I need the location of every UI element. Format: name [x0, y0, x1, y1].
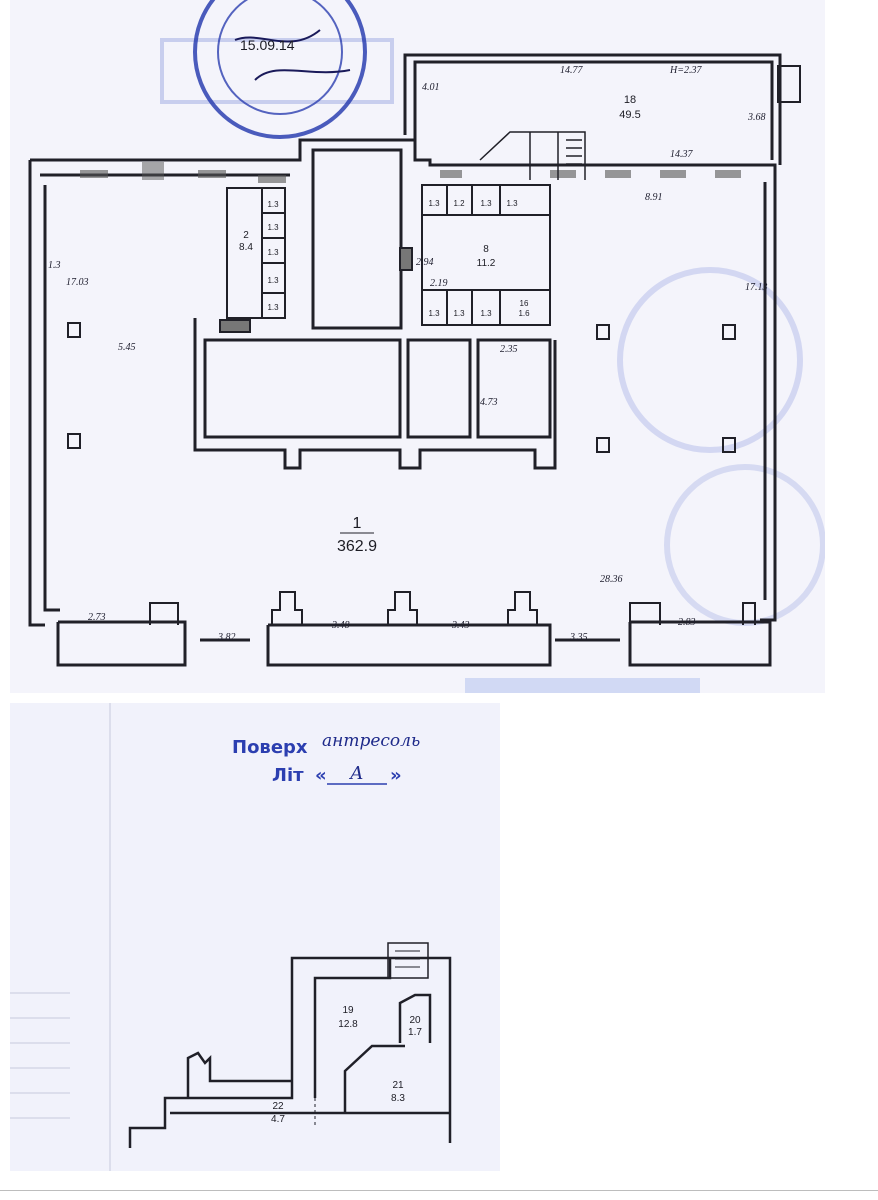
- dim-14-37: 14.37: [670, 149, 694, 160]
- faded-seal-right: [617, 267, 803, 453]
- room-3-area: 1.3: [267, 200, 279, 209]
- room-2-area: 8.4: [239, 242, 253, 253]
- dim-4-01: 4.01: [422, 82, 440, 93]
- room-4-area: 1.3: [267, 223, 279, 232]
- room-11-area: 1.2: [453, 199, 465, 208]
- dim-4-73: 4.73: [480, 397, 498, 408]
- room-2-number: 2: [243, 230, 249, 241]
- dim-1-3: 1.3: [48, 260, 61, 271]
- room-20-number: 20: [409, 1015, 421, 1026]
- floor-label: Поверх: [232, 737, 308, 758]
- floor-plan-main: 15.09.14 1 362.9 2 8.4 1.3 1.3 1.3 1.3 1…: [10, 0, 825, 693]
- room-10-area: 1.3: [480, 199, 492, 208]
- current-inventory-stamp: [465, 678, 700, 693]
- room-16-number: 16: [520, 299, 529, 308]
- dim-3-82: 3.82: [217, 632, 236, 643]
- room-18-area: 49.5: [619, 109, 640, 121]
- faint-table-lines: [10, 703, 111, 1171]
- stair-steps: [395, 950, 420, 968]
- floor-plan-mezzanine: Поверх антресоль Літ « А » 19 12.8: [10, 703, 500, 1171]
- quote-open: «: [315, 765, 327, 786]
- room-1-area: 362.9: [337, 538, 377, 555]
- room-21-number: 21: [392, 1080, 404, 1091]
- dim-3-43: 3.43: [451, 620, 470, 631]
- stamp-date: 15.09.14: [240, 37, 295, 53]
- room-15-area: 1.3: [480, 309, 492, 318]
- central-shaft: [311, 148, 403, 330]
- floor-plan-drawing: 15.09.14 1 362.9 2 8.4 1.3 1.3 1.3 1.3 1…: [28, 0, 825, 693]
- dim-3-35: 3.35: [569, 632, 588, 643]
- dim-17-03: 17.03: [66, 277, 89, 288]
- letter-label: Літ: [272, 765, 304, 786]
- mezzanine-room-labels: 19 12.8 20 1.7 21 8.3 22 4.7: [271, 1005, 422, 1125]
- inner-partitions: [193, 318, 557, 470]
- dim-17-13: 17.13: [745, 282, 768, 293]
- room-20-area: 1.7: [408, 1027, 422, 1038]
- room-22-number: 22: [272, 1101, 284, 1112]
- room-5-area: 1.3: [267, 248, 279, 257]
- dim-8-91: 8.91: [645, 192, 663, 203]
- room-8-area: 11.2: [477, 258, 496, 269]
- dim-2-73: 2.73: [88, 612, 106, 623]
- staircase: [479, 131, 586, 180]
- columns: [67, 322, 736, 453]
- room-13-area: 1.3: [428, 309, 440, 318]
- room-14-area: 1.3: [453, 309, 465, 318]
- quote-close: »: [390, 765, 402, 786]
- letter-value: А: [350, 763, 364, 784]
- annex-room-18-walls: [403, 53, 801, 165]
- room-8-number: 8: [483, 244, 489, 255]
- floor-value: антресоль: [322, 731, 421, 751]
- cabin-block-left: [219, 187, 286, 333]
- dim-3-48: 3.48: [331, 620, 350, 631]
- dim-2-83: 2.83: [678, 617, 696, 628]
- dim-14-77: 14.77: [560, 65, 584, 76]
- dim-3-68: 3.68: [747, 112, 766, 123]
- dim-height: H=2.37: [669, 65, 702, 76]
- room-labels-main: 1 362.9 2 8.4 1.3 1.3 1.3 1.3 1.3 8 11.2…: [239, 94, 641, 555]
- mezzanine-walls: [128, 942, 452, 1148]
- dim-2-94: 2.94: [416, 257, 434, 268]
- room-22-area: 4.7: [271, 1114, 285, 1125]
- room-21-area: 8.3: [391, 1093, 405, 1104]
- room-19-area: 12.8: [338, 1019, 358, 1030]
- facade-piers: [149, 591, 756, 625]
- outer-walls: [28, 138, 777, 667]
- room-9-area: 1.3: [506, 199, 518, 208]
- dim-5-45: 5.45: [118, 342, 136, 353]
- cabin-block-right: [399, 184, 551, 326]
- room-6-area: 1.3: [267, 276, 279, 285]
- room-18-number: 18: [624, 94, 636, 106]
- room-19-number: 19: [342, 1005, 354, 1016]
- dim-2-35: 2.35: [500, 344, 518, 355]
- room-16-area: 1.6: [518, 309, 530, 318]
- mezzanine-drawing: 19 12.8 20 1.7 21 8.3 22 4.7: [10, 703, 452, 1171]
- room-1-number: 1: [353, 515, 362, 532]
- room-7-area: 1.3: [267, 303, 279, 312]
- window-hatches: [80, 162, 741, 183]
- room-12-area: 1.3: [428, 199, 440, 208]
- page-bottom-divider: [0, 1190, 878, 1191]
- official-round-seal: [193, 0, 367, 139]
- dimension-labels: 14.77 H=2.37 4.01 3.68 14.37 8.91 17.03 …: [48, 65, 768, 643]
- dim-2-19: 2.19: [430, 278, 448, 289]
- faded-seal-lower: [664, 464, 825, 626]
- dim-28-36: 28.36: [600, 574, 623, 585]
